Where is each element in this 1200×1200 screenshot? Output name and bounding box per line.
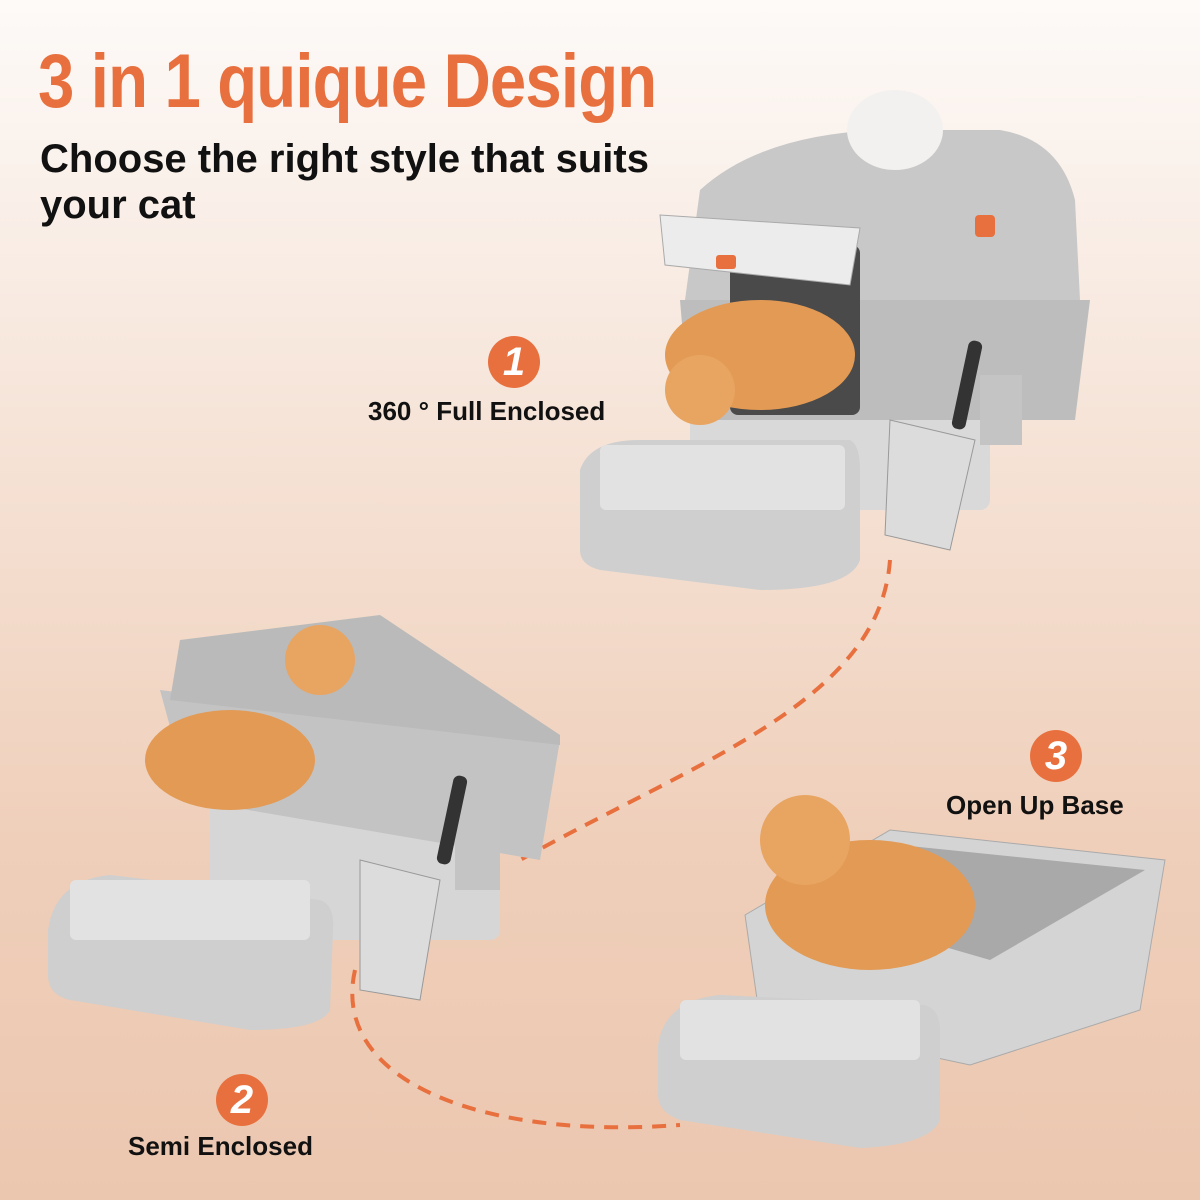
open-base-litter-box (658, 795, 1166, 1148)
style-3-label: Open Up Base (946, 790, 1124, 820)
style-2-label: Semi Enclosed (128, 1131, 313, 1161)
style-3-number-badge: 3 (1030, 730, 1082, 782)
style-1-number-badge: 1 (488, 336, 540, 388)
dashed-connector-1-2 (519, 559, 892, 862)
full-enclosed-litter-box (580, 90, 1090, 590)
style-1-label: 360 ° Full Enclosed (368, 396, 606, 426)
semi-enclosed-litter-box (48, 615, 560, 1030)
style-2-number-badge: 2 (216, 1074, 268, 1126)
page-subtitle: Choose the right style that suits your c… (40, 137, 649, 227)
page-title: 3 in 1 quique Design (38, 39, 657, 124)
